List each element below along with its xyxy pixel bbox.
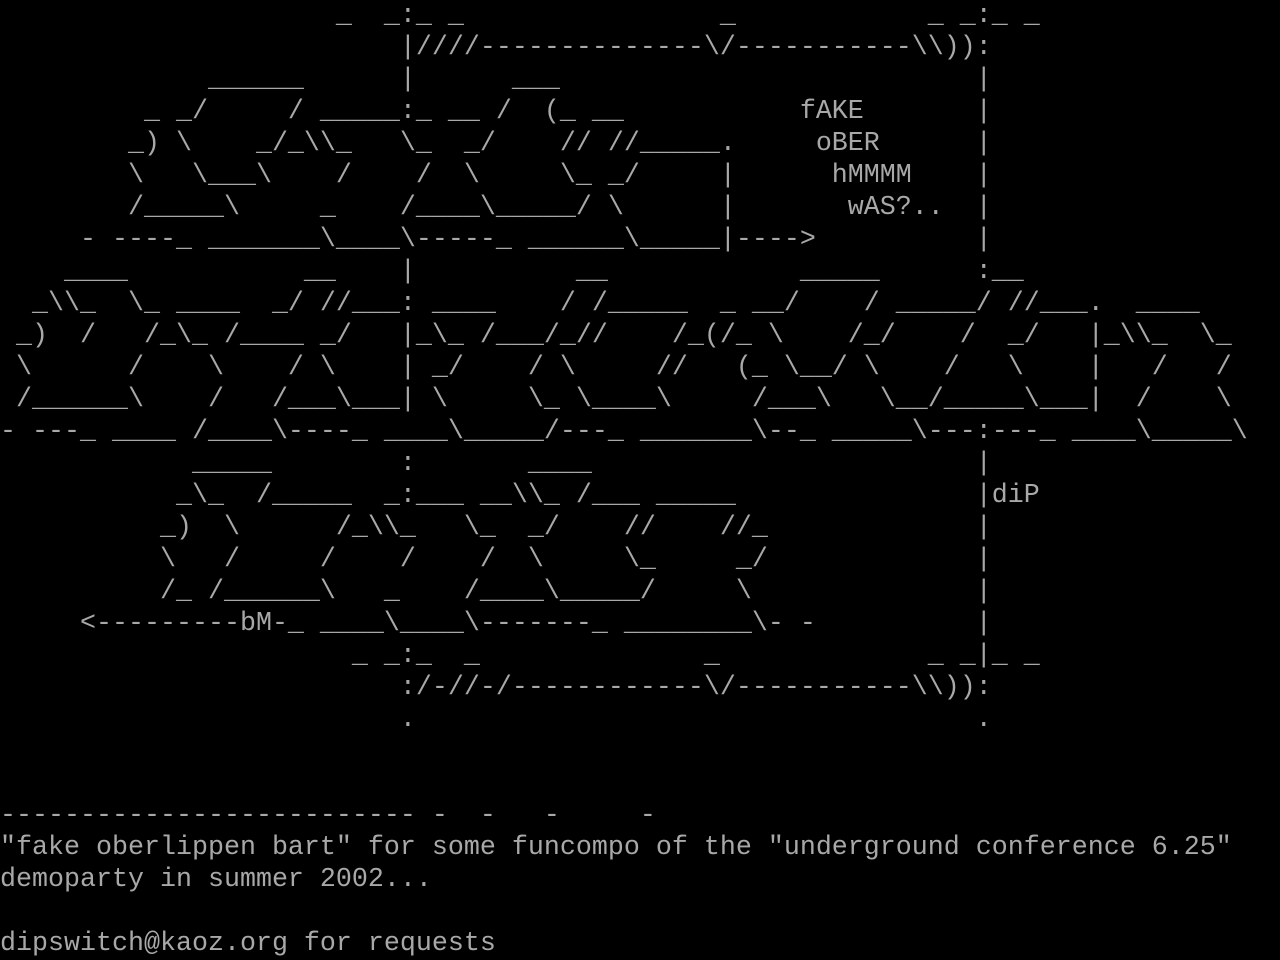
ascii-art-line: |////--------------\/-----------\\)): <box>0 33 992 63</box>
ascii-art-line: \ / / / / \ \_ _/ | <box>0 545 992 575</box>
ascii-art-line: /______\ / /___\___| \ \_ \____\ /___\ \… <box>0 385 1232 415</box>
ascii-art-line: _____ : ____ | <box>0 449 992 479</box>
caption-line-1: "fake oberlippen bart" for some funcompo… <box>0 833 1232 863</box>
ascii-art-line: _ _:_ _ _ _ _|_ _ <box>0 641 1040 671</box>
ascii-art-line <box>0 768 1280 800</box>
ascii-art-line: _) \ _/_\\_ \_ _/ // //_____. oBER | <box>0 129 992 159</box>
ascii-art-line: \ / \ / \ | _/ / \ // (_ \__/ \ / \ | / … <box>0 353 1232 383</box>
ascii-art-line: _ _:_ _ _ _ _:_ _ <box>0 1 1040 31</box>
ascii-art-line: /_____\ _ /____\_____/ \ | wAS?.. | <box>0 193 992 223</box>
ascii-art-line: :/-//-/------------\/-----------\\)): <box>0 673 992 703</box>
caption-line-2: demoparty in summer 2002... <box>0 865 432 895</box>
ascii-art-line: - ---_ ____ /____\----_ ____\_____/---_ … <box>0 417 1248 447</box>
contact-line: dipswitch@kaoz.org for requests <box>0 929 496 959</box>
ascii-art-line <box>0 736 1280 768</box>
ascii-art-line: <---------bM-_ ____\____\-------_ ______… <box>0 609 992 639</box>
ascii-art-line: _) \ /_\\_ \_ _/ // //_ | <box>0 513 992 543</box>
ascii-art-line: ______ | ___ | <box>0 65 992 95</box>
ascii-art-line: \ \___\ / / \ \_ _/ | hMMMM | <box>0 161 992 191</box>
ascii-art-line: . . <box>0 705 992 735</box>
ascii-art-line: /_ /______\ _ /____\_____/ \ | <box>0 577 992 607</box>
ascii-art-line: _) / /_\_ /____ _/ |_\_ /___/_// /_(/_ \… <box>0 321 1232 351</box>
separator-line: -------------------------- - - - - <box>0 801 656 831</box>
ascii-art-line: _\\_ \_ ____ _/ //___: ____ / /_____ _ _… <box>0 289 1200 319</box>
ascii-art-line: ____ __ | __ _____ :__ <box>0 257 1024 287</box>
ascii-art-line: _\_ /_____ _:___ __\\_ /___ _____ |diP <box>0 481 1040 511</box>
ascii-art-line: _ _/ / _____:_ __ / (_ __ fAKE | <box>0 97 992 127</box>
ascii-art-line: - ----_ _______\____\-----_ ______\_____… <box>0 225 992 255</box>
